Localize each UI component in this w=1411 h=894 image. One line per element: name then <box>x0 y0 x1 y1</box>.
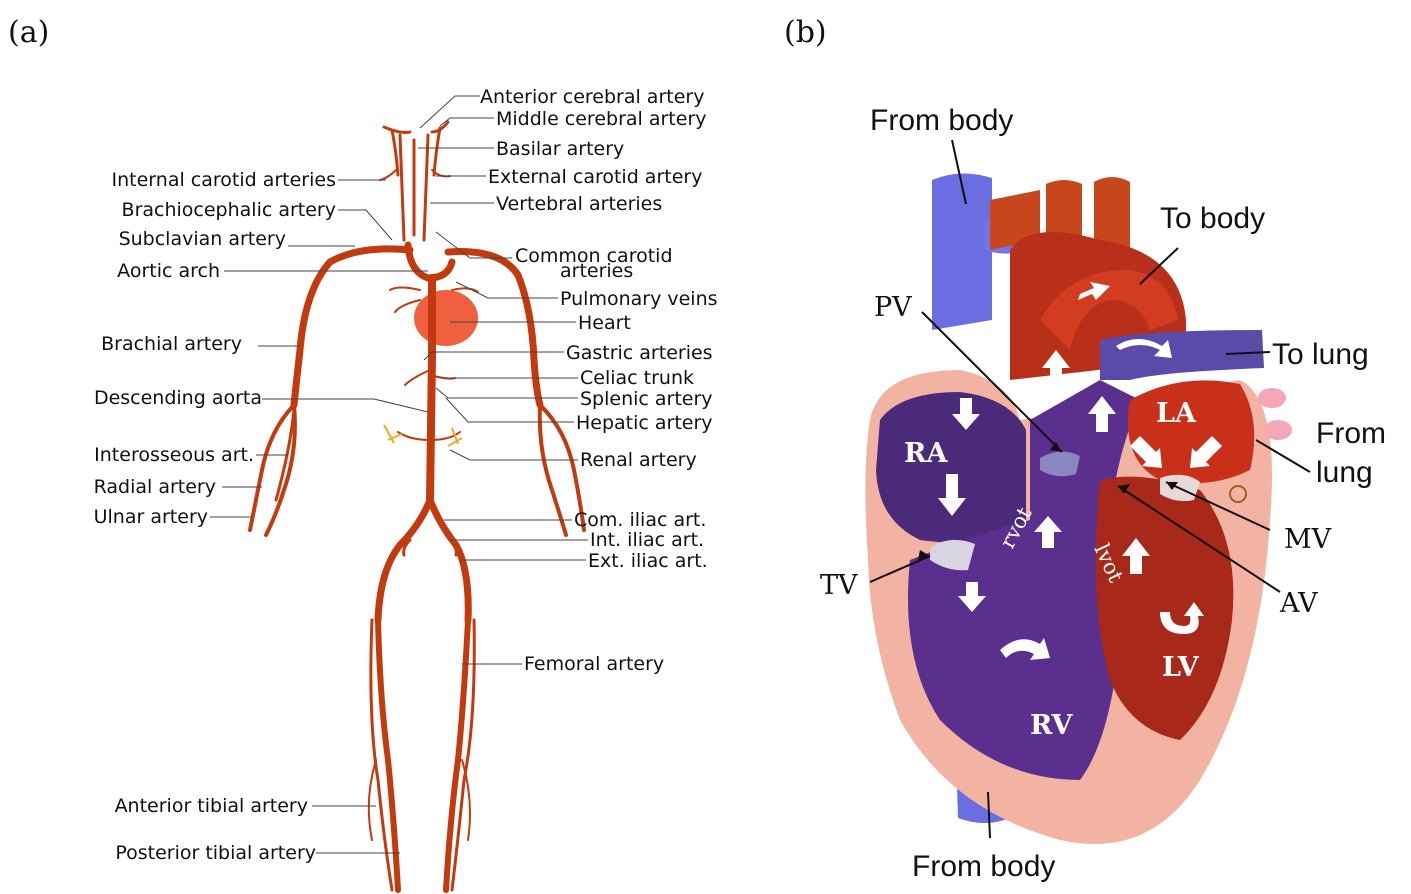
label-av: AV <box>1279 588 1318 619</box>
label-pulmonary-veins: Pulmonary veins <box>560 288 718 310</box>
arterial-system-illustration <box>250 122 584 890</box>
label-subclavian: Subclavian artery <box>119 228 286 250</box>
label-common-carotid-2: arteries <box>560 260 633 282</box>
label-int-iliac: Int. iliac art. <box>590 529 704 551</box>
heart-shape <box>414 290 478 346</box>
label-to-lung: To lung <box>1272 338 1369 371</box>
label-ulnar: Ulnar artery <box>94 506 208 528</box>
label-brachial: Brachial artery <box>101 333 242 355</box>
label-anterior-tibial: Anterior tibial artery <box>115 795 308 817</box>
label-splenic: Splenic artery <box>580 388 713 410</box>
label-rv: RV <box>1030 710 1073 741</box>
label-ext-iliac: Ext. iliac art. <box>588 550 708 572</box>
label-radial: Radial artery <box>94 476 216 498</box>
label-middle-cerebral: Middle cerebral artery <box>496 108 707 130</box>
label-femoral: Femoral artery <box>524 653 664 675</box>
label-renal: Renal artery <box>580 449 697 471</box>
label-vertebral: Vertebral arteries <box>496 193 662 215</box>
label-ra: RA <box>904 438 948 469</box>
label-basilar: Basilar artery <box>496 138 624 160</box>
label-lv: LV <box>1162 652 1200 683</box>
label-interosseous: Interosseous art. <box>94 444 254 466</box>
label-heart: Heart <box>578 312 631 334</box>
label-hepatic: Hepatic artery <box>576 412 713 434</box>
label-celiac: Celiac trunk <box>580 367 694 389</box>
label-from-lung-1: From <box>1316 417 1386 450</box>
label-com-iliac: Com. iliac art. <box>574 509 706 531</box>
panel-a-label: (a) <box>8 15 49 50</box>
label-internal-carotid: Internal carotid arteries <box>112 169 336 191</box>
heart-cross-section-illustration <box>865 173 1292 844</box>
label-gastric: Gastric arteries <box>566 342 713 364</box>
panel-b-label: (b) <box>784 15 827 50</box>
label-posterior-tibial: Posterior tibial artery <box>115 842 316 864</box>
label-aortic-arch: Aortic arch <box>117 260 220 282</box>
label-external-carotid: External carotid artery <box>488 166 702 188</box>
label-mv: MV <box>1284 524 1332 555</box>
label-from-body-bottom: From body <box>912 850 1055 883</box>
label-descending-aorta: Descending aorta <box>94 387 262 409</box>
label-anterior-cerebral: Anterior cerebral artery <box>480 86 704 108</box>
label-pv: PV <box>874 292 912 323</box>
label-la: LA <box>1156 398 1197 429</box>
label-tv: TV <box>820 570 858 601</box>
label-from-lung-2: lung <box>1316 456 1373 489</box>
label-brachiocephalic: Brachiocephalic artery <box>122 199 336 221</box>
label-to-body: To body <box>1160 202 1265 235</box>
label-from-body-top: From body <box>870 104 1013 137</box>
